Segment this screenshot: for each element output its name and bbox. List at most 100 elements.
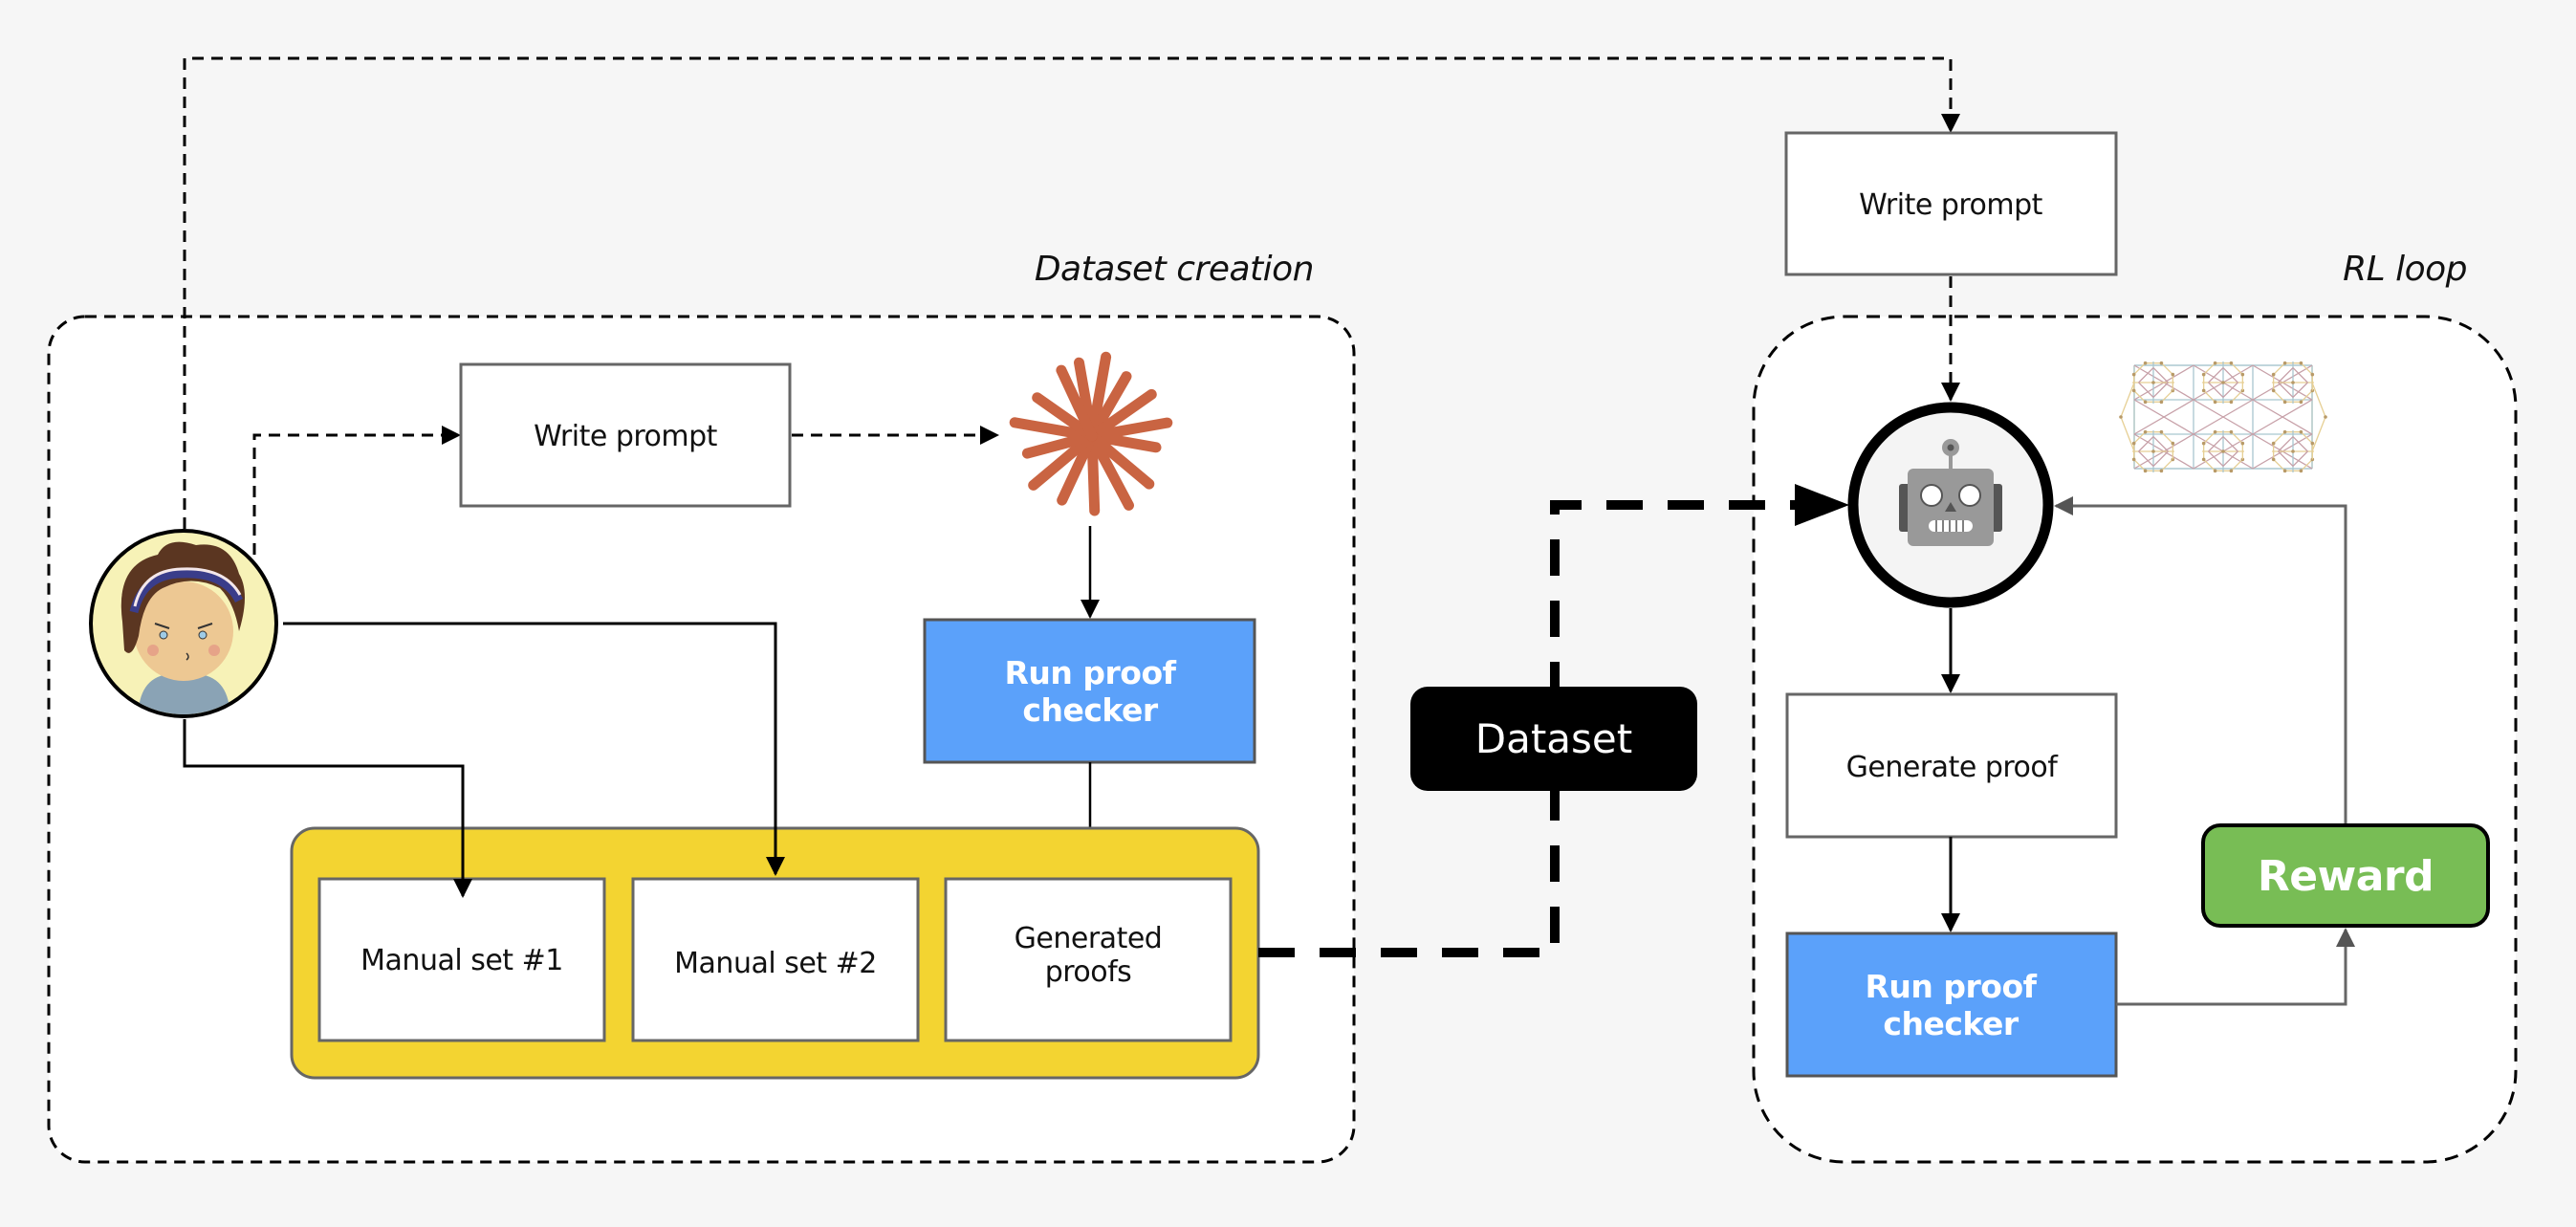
- lattice-edge: [2133, 399, 2194, 435]
- run-proof-checker-left-line1: Run proof: [1005, 654, 1177, 691]
- lattice-edge: [2278, 382, 2294, 398]
- generated-proofs-node[interactable]: Generated proofs: [944, 877, 1233, 1042]
- lattice-edge: [2160, 458, 2173, 471]
- lattice-edge: [2203, 431, 2216, 445]
- write-prompt-left-label: Write prompt: [534, 420, 718, 453]
- lattice-edge: [2208, 382, 2224, 398]
- lattice-node: [2213, 361, 2217, 365]
- lattice-node: [2213, 400, 2217, 405]
- lattice-node: [2240, 388, 2245, 393]
- person-avatar-icon: [89, 529, 278, 718]
- dataset-label: Dataset: [1475, 715, 1632, 762]
- reward-node[interactable]: Reward: [2201, 823, 2490, 928]
- lattice-node: [2291, 449, 2295, 453]
- lattice-edge: [2193, 399, 2254, 435]
- lattice-graph-icon: [2119, 361, 2327, 473]
- lattice-node: [2131, 388, 2136, 393]
- dataset-node[interactable]: Dataset: [1410, 687, 1697, 791]
- lattice-node: [2282, 361, 2287, 365]
- manual-set-1-node[interactable]: Manual set #1: [317, 877, 606, 1042]
- starburst-ray: [1032, 392, 1098, 442]
- lattice-edge: [2208, 450, 2224, 467]
- lattice-edge: [2203, 458, 2216, 471]
- run-proof-checker-right-node[interactable]: Run proof checker: [1785, 931, 2118, 1078]
- lattice-edge: [2300, 389, 2313, 403]
- lattice-edge: [2133, 362, 2147, 376]
- lattice-node: [2299, 469, 2303, 473]
- robot-model-node[interactable]: [1847, 402, 2054, 608]
- lattice-edge: [2152, 367, 2169, 383]
- generated-proofs-line2: proofs: [1045, 955, 1132, 989]
- lattice-edge: [2222, 367, 2238, 383]
- lattice-node: [2299, 361, 2303, 365]
- lattice-edge: [2300, 431, 2313, 445]
- lattice-edge: [2133, 389, 2147, 403]
- lattice-node: [2240, 372, 2245, 377]
- lattice-node: [2299, 429, 2303, 434]
- run-proof-checker-right-line1: Run proof: [1866, 968, 2038, 1005]
- lattice-edge: [2300, 362, 2313, 376]
- lattice-edge: [2120, 416, 2135, 452]
- lattice-edge: [2222, 382, 2238, 398]
- lattice-node: [2229, 429, 2234, 434]
- lattice-edge: [2278, 436, 2294, 452]
- lattice-node: [2229, 469, 2234, 473]
- lattice-edge: [2160, 431, 2173, 445]
- lattice-edge: [2230, 389, 2243, 403]
- lattice-edge: [2273, 458, 2286, 471]
- avatar-to-top-prompt-connector: [183, 56, 1960, 529]
- lattice-edge: [2160, 389, 2173, 403]
- lattice-edge: [2160, 362, 2173, 376]
- starburst-ray: [1086, 430, 1162, 453]
- lattice-node: [2159, 429, 2164, 434]
- starburst-ray: [1028, 430, 1098, 491]
- lattice-node: [2221, 449, 2225, 453]
- lattice-edge: [2252, 399, 2313, 435]
- lattice-node: [2221, 381, 2225, 384]
- run-proof-checker-left-node[interactable]: Run proof checker: [923, 618, 1256, 764]
- lattice-node: [2291, 381, 2295, 384]
- generate-proof-node[interactable]: Generate proof: [1785, 692, 2118, 839]
- reward-label: Reward: [2258, 852, 2434, 901]
- lattice-edge: [2292, 382, 2308, 398]
- lattice-node: [2310, 372, 2315, 377]
- lattice-node: [2151, 449, 2155, 453]
- starburst-ray: [1086, 430, 1101, 516]
- lattice-node: [2271, 372, 2276, 377]
- lattice-node: [2310, 441, 2315, 446]
- lattice-node: [2159, 400, 2164, 405]
- lattice-node: [2271, 388, 2276, 393]
- lattice-node: [2240, 441, 2245, 446]
- lattice-node: [2119, 415, 2123, 419]
- lattice-node: [2282, 469, 2287, 473]
- avatar-to-manual-set-1-connector: [183, 719, 472, 898]
- starburst-ray: [1086, 430, 1134, 511]
- lattice-node: [2201, 441, 2206, 446]
- lattice-node: [2310, 457, 2315, 462]
- lattice-edge: [2152, 436, 2169, 452]
- lattice-edge: [2133, 458, 2147, 471]
- robot-icon: [1899, 439, 2002, 546]
- checker-to-reward-connector: [2116, 928, 2355, 1006]
- lattice-node: [2310, 388, 2315, 393]
- lattice-edge: [2292, 436, 2308, 452]
- generated-proofs-line1: Generated: [1015, 922, 1163, 955]
- write-prompt-top-node[interactable]: Write prompt: [1784, 131, 2118, 276]
- starburst-logo-icon: [1009, 351, 1173, 516]
- lattice-node: [2229, 400, 2234, 405]
- lattice-edge: [2138, 450, 2154, 467]
- lattice-node: [2151, 381, 2155, 384]
- lattice-node: [2171, 457, 2175, 462]
- lattice-edge: [2203, 389, 2216, 403]
- lattice-edge: [2273, 431, 2286, 445]
- manual-set-2-node[interactable]: Manual set #2: [631, 877, 920, 1042]
- reward-to-robot-connector: [2054, 496, 2347, 823]
- lattice-node: [2143, 400, 2148, 405]
- lattice-node: [2213, 469, 2217, 473]
- avatar-to-manual-set-2-connector: [283, 622, 785, 876]
- run-proof-checker-left-line2: checker: [1022, 691, 1158, 729]
- lattice-node: [2324, 415, 2327, 419]
- write-prompt-left-node[interactable]: Write prompt: [459, 362, 792, 508]
- lattice-edge: [2230, 458, 2243, 471]
